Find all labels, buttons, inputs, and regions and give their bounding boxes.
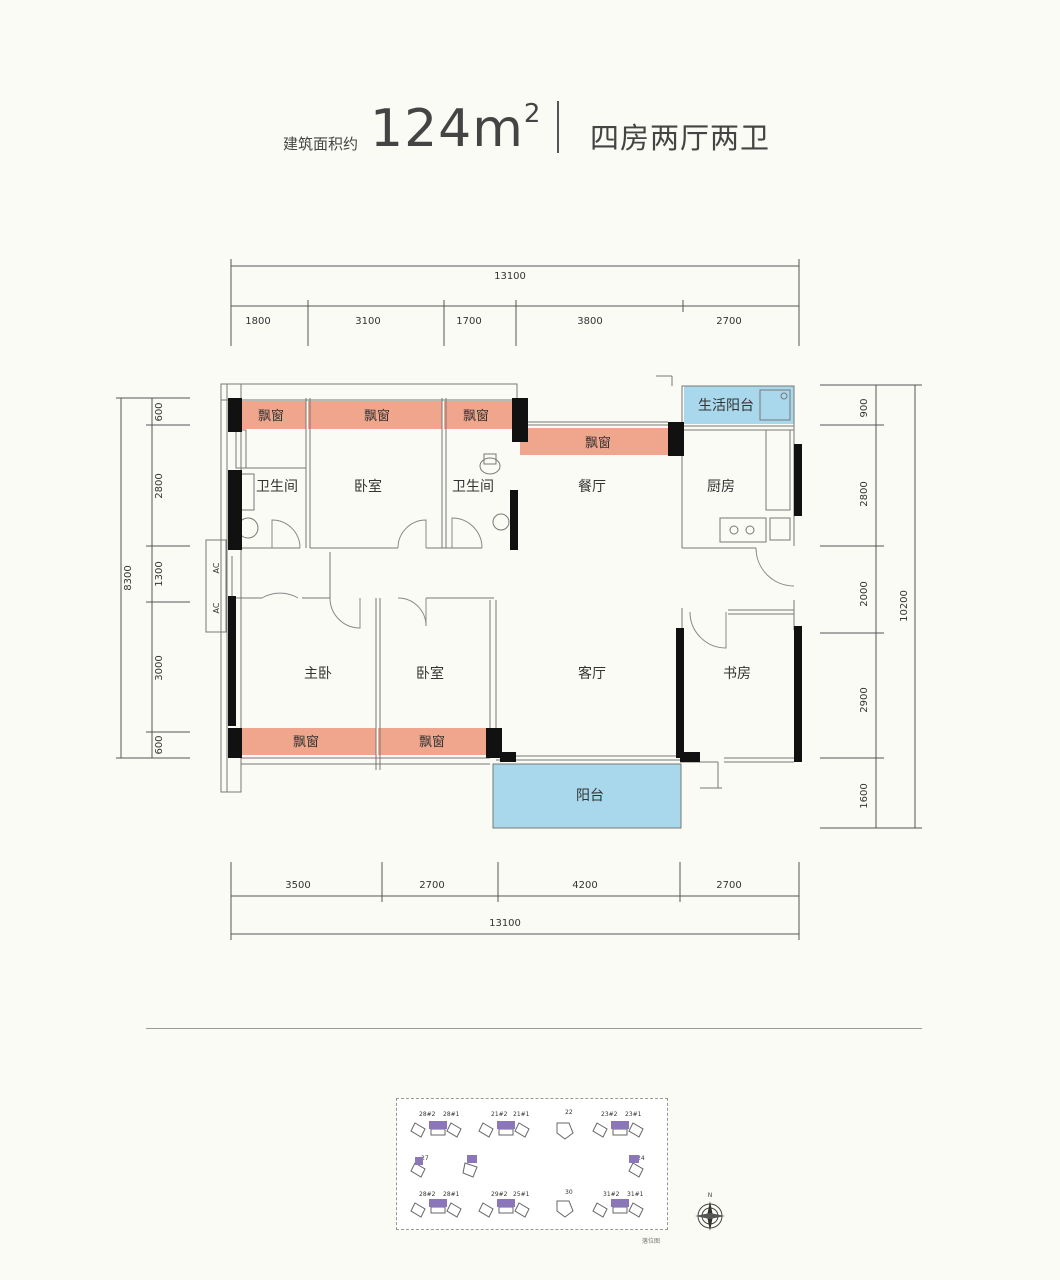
fixtures: [205, 389, 791, 633]
building-label: 27: [421, 1155, 429, 1162]
bay-window-2: [308, 401, 442, 429]
room-bedroom-top: 卧室: [354, 478, 382, 495]
bay-window-label-2: 飘窗: [364, 408, 390, 424]
room-living: 客厅: [578, 665, 606, 682]
service-balcony-fill: [684, 386, 794, 424]
left-dim-4: 3000: [154, 655, 165, 680]
header: 建筑面积约 124m2 四房两厅两卫: [0, 95, 1060, 165]
bottom-dimensions: [230, 862, 800, 940]
balcony-fill: [493, 764, 681, 828]
building-label: 21#2: [491, 1111, 508, 1118]
door-swings: [261, 517, 795, 649]
compass-icon: N: [695, 1192, 725, 1231]
building-label: 23#2: [601, 1111, 618, 1118]
compass-north-label: N: [708, 1192, 713, 1199]
building-label: 28#2: [419, 1111, 436, 1118]
bay-window-label-1: 飘窗: [258, 408, 284, 424]
bay-window-label-3: 飘窗: [463, 408, 489, 424]
bay-window-label-6: 飘窗: [419, 734, 445, 750]
top-dim-3: 1700: [456, 316, 481, 327]
bay-window-4: [520, 428, 668, 455]
structural-walls: [228, 398, 802, 762]
room-study: 书房: [723, 666, 751, 682]
bottom-dim-2: 2700: [419, 880, 444, 891]
left-total-dim: 8300: [123, 565, 134, 590]
right-dim-2: 2800: [859, 481, 870, 506]
building-label: 21#1: [513, 1111, 530, 1118]
building-label: 31#2: [603, 1191, 620, 1198]
unit-type: 四房两厅两卫: [590, 121, 771, 155]
bay-window-6: [378, 728, 486, 755]
header-divider: [557, 101, 559, 153]
right-dim-4: 2900: [859, 687, 870, 712]
building-label: 28#1: [443, 1111, 460, 1118]
bay-window-1: [242, 401, 306, 429]
building-label: 24: [637, 1155, 645, 1162]
building-label: 31#1: [627, 1191, 644, 1198]
building-label: 29#2: [491, 1191, 508, 1198]
bay-window-label-4: 飘窗: [585, 435, 611, 451]
right-total-dim: 10200: [899, 590, 910, 622]
bottom-dim-4: 2700: [716, 880, 741, 891]
site-plan-caption: 落位图: [642, 1238, 661, 1245]
bay-window-3: [444, 401, 512, 429]
building-label: 22: [565, 1109, 573, 1116]
area-value: 124m2: [370, 98, 542, 159]
room-service-balcony: 生活阳台: [698, 398, 754, 414]
left-dim-3: 1300: [154, 561, 165, 586]
building-label: 30: [565, 1189, 573, 1196]
left-dimensions: [116, 397, 190, 759]
building-label: 25#1: [513, 1191, 530, 1198]
separator-line: [146, 1028, 922, 1029]
left-dim-5: 600: [154, 735, 165, 754]
top-dim-5: 2700: [716, 316, 741, 327]
building-label: 28#2: [419, 1191, 436, 1198]
ac-label-2: AC: [212, 602, 221, 613]
bottom-dim-1: 3500: [285, 880, 310, 891]
room-balcony: 阳台: [576, 788, 604, 804]
room-bath-2: 卫生间: [452, 479, 494, 495]
top-dimensions: [230, 259, 800, 346]
building-label: 28#1: [443, 1191, 460, 1198]
left-dim-2: 2800: [154, 473, 165, 498]
top-dim-4: 3800: [577, 316, 602, 327]
right-dimensions: [820, 384, 922, 829]
ac-label-1: AC: [212, 562, 221, 573]
right-dim-1: 900: [859, 398, 870, 417]
top-dim-1: 1800: [245, 316, 270, 327]
bottom-dim-3: 4200: [572, 880, 597, 891]
left-dim-1: 600: [154, 402, 165, 421]
top-dim-2: 3100: [355, 316, 380, 327]
bay-window-5: [242, 728, 376, 755]
bottom-total-dim: 13100: [489, 918, 521, 929]
site-plan: 28#2 28#1 21#2 21#1 22 23#2 23#1 27 26 2…: [396, 1098, 668, 1230]
site-buildings: [410, 1121, 644, 1218]
area-label: 建筑面积约: [283, 135, 359, 153]
unit-markers: [415, 1121, 639, 1207]
bay-window-label-5: 飘窗: [293, 734, 319, 750]
room-bath-1: 卫生间: [256, 479, 298, 495]
room-dining: 餐厅: [578, 479, 606, 495]
room-bedroom-bottom: 卧室: [416, 665, 444, 682]
top-total-dim: 13100: [494, 271, 526, 282]
room-master: 主卧: [304, 666, 332, 682]
floor-plan: 13100 1800 3100 1700 3800 2700 3500 2700…: [116, 259, 922, 940]
building-label: 23#1: [625, 1111, 642, 1118]
room-kitchen: 厨房: [707, 479, 735, 495]
right-dim-3: 2000: [859, 581, 870, 606]
right-dim-5: 1600: [859, 783, 870, 808]
